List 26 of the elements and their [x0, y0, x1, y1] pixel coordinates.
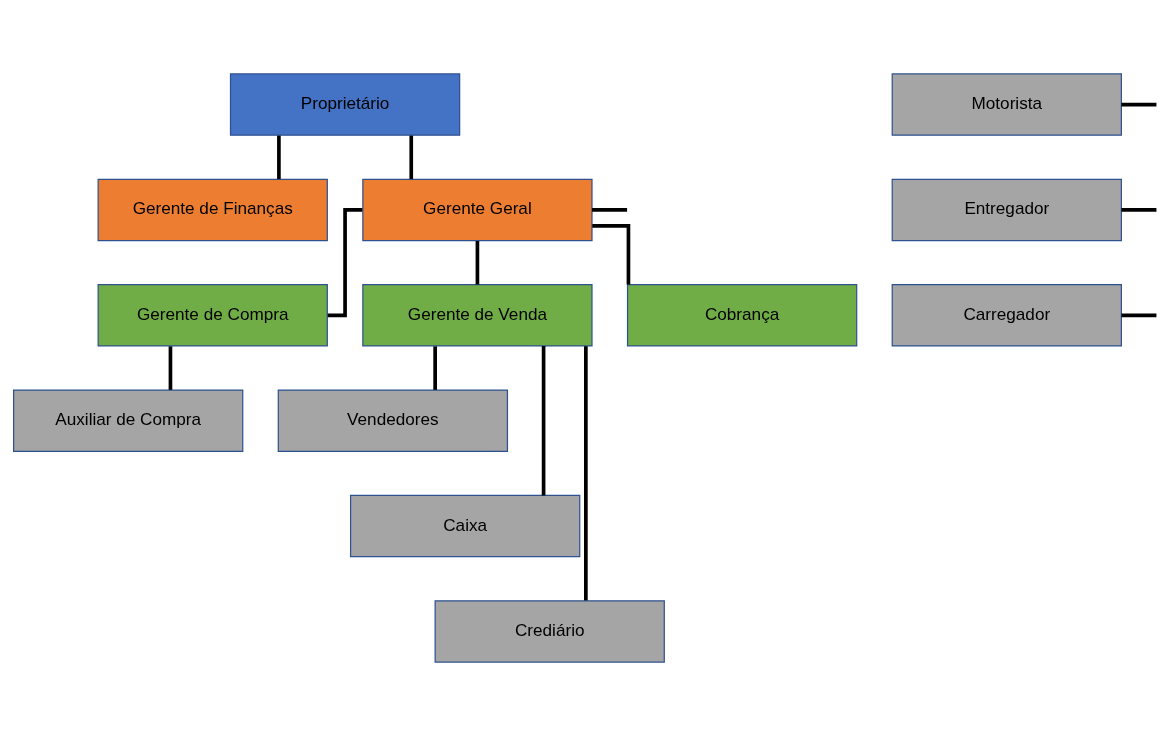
connector — [327, 208, 363, 318]
node-box: Vendedores — [277, 389, 509, 452]
node-box: Gerente de Finanças — [97, 178, 328, 242]
node-box: Auxiliar de Compra — [13, 389, 244, 452]
node-box: Crediário — [434, 600, 665, 663]
node-box: Entregador — [891, 178, 1122, 242]
node-box: Proprietário — [229, 73, 461, 136]
node-box: Motorista — [891, 73, 1122, 136]
connector — [1121, 313, 1157, 318]
connector — [592, 224, 631, 285]
node-box: Cobrança — [626, 284, 858, 347]
connector — [433, 346, 437, 390]
node-box: Caixa — [349, 494, 581, 558]
connector — [1121, 208, 1157, 212]
node-box: Gerente de Compra — [97, 284, 328, 347]
connector — [541, 345, 546, 496]
connector — [277, 135, 281, 180]
connector — [168, 346, 173, 390]
connector — [409, 135, 414, 180]
connector — [1121, 102, 1157, 107]
connector — [475, 240, 480, 285]
node-box: Carregador — [891, 284, 1122, 347]
connector — [584, 346, 588, 601]
node-box: Gerente Geral — [362, 178, 593, 242]
node-box: Gerente de Venda — [362, 284, 593, 347]
connector — [592, 208, 628, 212]
